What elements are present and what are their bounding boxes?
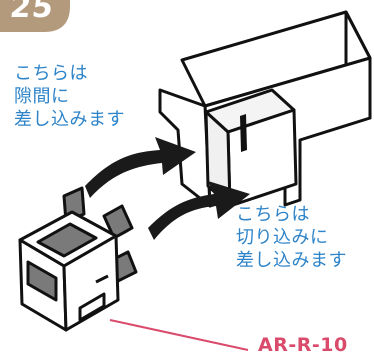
insert-arrows <box>85 137 250 240</box>
part-leader-line <box>109 319 249 351</box>
arrow-upper <box>85 137 196 198</box>
inserting-part <box>18 186 138 332</box>
arrow-lower <box>148 181 250 240</box>
step-number: 25 <box>8 0 56 25</box>
part-code-label: AR-R-10 <box>258 334 348 356</box>
step-badge-shape <box>0 0 70 32</box>
notch-instruction-label: こちらは 切り込みに 差し込みます <box>236 204 347 271</box>
gap-instruction-label: こちらは 隙間に 差し込みます <box>14 63 125 130</box>
receiving-part <box>158 10 372 208</box>
